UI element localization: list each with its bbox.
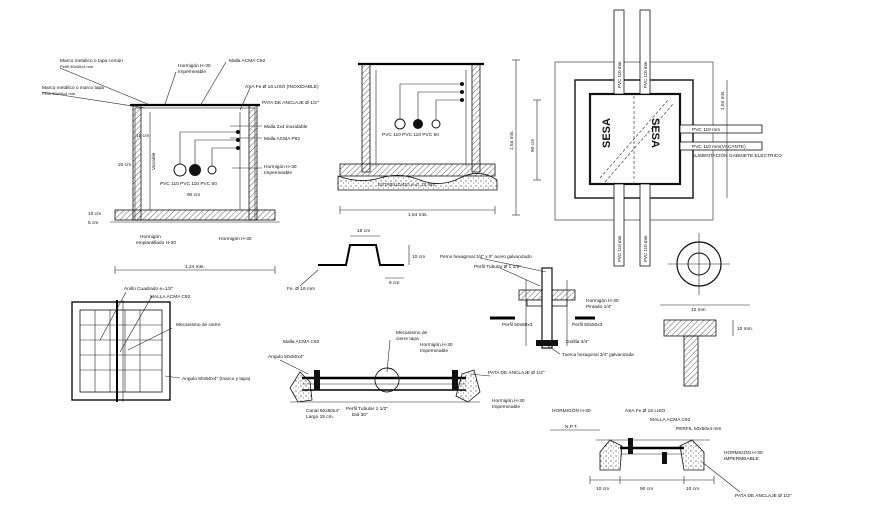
left-chamber-section <box>41 61 280 274</box>
label-bottom-asa: ASA Fe Ø 16 LISO <box>625 408 666 414</box>
label-grate-angulo: Angulo 50x50x4" (marco y tapa) <box>182 376 251 382</box>
label-asa: ASA Fe Ø 16 LISO (INOXIDABLE) <box>245 84 319 90</box>
label-cover-mecanismo: Mecanismo de <box>396 330 428 336</box>
right-plan-view <box>554 9 763 267</box>
label-bottom-impermeable: IMPERMEABLE <box>724 456 759 462</box>
label-pvc-mid: PVC 110 PVC 110 PVC 50 <box>382 132 439 138</box>
label-cover-impermeable-b: Impermeable <box>492 404 520 410</box>
label-perno: Perno hexagonal 3/4" x 5" acero galvaniz… <box>440 254 532 259</box>
label-dim-10: 10 cm <box>88 211 101 217</box>
label-bottom-pata: PATA DE ANCLAJE Ø 1/2" <box>735 493 792 499</box>
cover-section <box>279 339 491 403</box>
label-cover-canal: Canal 50x50x4" <box>306 408 340 414</box>
label-dim-5: 5 cm <box>88 220 98 226</box>
label-perfil-tubular: Perfil Tubular Ø 1 1/2" <box>474 264 521 270</box>
label-hormigon-bottom: Hormigón <box>140 234 161 240</box>
label-pvc-top-1: PVC 110 mm <box>617 61 622 88</box>
label-perfil-right: Perfil 50x50x3 <box>572 322 603 328</box>
label-bottom-hormigon-2: HORMIGÓN H-30 <box>724 449 763 456</box>
label-cover-hormigon-b: Hormigón H-30 <box>492 398 525 404</box>
label-hormigon-h30-b: Hormigón H-30 <box>219 236 252 242</box>
post-detail <box>660 304 750 387</box>
label-marco-1-dim: Perfil 50x50x4 mm <box>60 64 94 69</box>
label-cover-dia: Diá 30" <box>352 412 368 418</box>
label-post-dim-10: 10 mm <box>691 307 706 313</box>
label-pvc-bot-2: PVC 110 mm <box>643 235 648 262</box>
label-sesa-1: SESA <box>601 118 613 148</box>
label-golilla: Golilla 3/4" <box>566 339 589 345</box>
label-grate-malla: MALLA ACMA C92 <box>150 294 191 300</box>
label-malla-top: Malla ACMA C92 <box>229 58 266 64</box>
asa-handle-detail <box>299 235 410 287</box>
label-pata-anclaje: PATA DE ANCLAJE Ø 1/2" <box>262 100 319 106</box>
label-cover-pata: PATA DE ANCLAJE Ø 1/2" <box>488 370 545 376</box>
label-dim-15: 15 cm <box>136 133 149 139</box>
label-hormigon-imp: Hormigón H-30 <box>178 63 211 69</box>
label-asa-dim-6: 6 cm <box>389 280 399 286</box>
label-marco-2: Marco metálico o marco tapa <box>42 85 104 91</box>
label-malla-acma: Malla ACMA P92 <box>264 136 300 142</box>
label-bottom-hormigon: HORMIGÓN H-30 <box>552 407 591 414</box>
label-cover-angulo: Angulo 50x50x4" <box>268 354 304 360</box>
label-pvc-bot-1: PVC 110 mm <box>617 235 622 262</box>
label-perfil-left: Perfil 50x50x3 <box>502 322 533 328</box>
label-hormigon-h30: Hormigón H-30 <box>264 164 297 170</box>
label-dim-154: 1,54 mts. <box>408 212 428 218</box>
label-bottom-dim-90: 90 cm <box>640 486 653 492</box>
label-npt: N.P.T. <box>565 424 577 430</box>
label-right-dim: 1,54 mts. <box>720 90 726 110</box>
bolt-detail <box>479 257 595 355</box>
label-cover-largo: Largo 15 cm. <box>306 414 334 420</box>
label-pvc-left: PVC 110 PVC 110 PVC 50 <box>160 181 217 187</box>
label-hormigon-imp-2: Impermeable <box>178 69 206 75</box>
label-cover-impermeable: Impermeable <box>420 348 448 354</box>
label-marco-1: Marco metálico o tapa común <box>60 58 123 64</box>
label-bottom-malla: MALLA ACMA C92 <box>650 417 691 423</box>
label-asa-dim-15: 15 cm <box>357 228 370 234</box>
cover-bottom-detail <box>550 429 741 493</box>
label-bottom-dim-10-b: 10 cm <box>686 486 699 492</box>
label-pvc-right-1: PVC 110 mm <box>692 127 720 133</box>
label-alimentacion: ALIMENTACIÓN GABINETE ELÉCTRICO <box>692 152 782 159</box>
label-impermeable: Impermeable <box>264 170 292 176</box>
label-pvc-top-2: PVC 110 mm <box>643 61 648 88</box>
label-post-dim-10-b: 10 mm. <box>737 326 753 332</box>
ring-detail <box>668 233 730 295</box>
label-estabilizado: ESTABILIZADO e=0, 10 mts. <box>378 182 436 187</box>
label-cover-hormigon: Hormigón H-30 <box>420 342 453 348</box>
label-dim-124: 1,24 mts. <box>185 264 205 270</box>
label-pvc-right-2: PVC 110 mm(VACANTE) <box>692 144 746 150</box>
label-bottom-dim-10-a: 10 cm <box>596 486 609 492</box>
label-bottom-perfil: PERFIL 50x50x4 mm <box>676 426 721 432</box>
label-asa-dim-10: 10 cm <box>412 254 425 260</box>
label-dim-vert-154: 1,54 mts. <box>509 130 515 150</box>
label-emplantillado: emplantillado H-30 <box>136 240 176 246</box>
label-sesa-2: SESA <box>649 118 661 148</box>
label-asa-fe: Fe. Ø 16 mm <box>287 286 315 292</box>
middle-chamber-section <box>337 59 541 216</box>
label-dim-20: 20 cm <box>118 162 131 168</box>
label-mecanismo: Mecanismo de cierre <box>176 322 221 328</box>
label-bolt-hormigon: Hormigón H-30 <box>586 298 619 304</box>
label-tuerca: Tuerca hexagonal 3/4" galvanizada <box>562 352 634 357</box>
label-cover-mecanismo-2: cierre tapa <box>396 336 419 342</box>
label-pintado: Pintado 1/4" <box>586 304 612 310</box>
label-malla-2x4: Malla 2x4 inoxidable <box>264 124 308 130</box>
label-marco-2-dim: Perfil 50x50x4 mm <box>42 91 76 96</box>
label-variable: Variable <box>151 152 157 170</box>
label-dim-vert-90: 90 cm <box>530 139 536 152</box>
label-cover-malla: Malla ACMA C92 <box>283 339 320 345</box>
label-cover-perfil-tubular: Perfil Tubular 1 1/2" <box>346 406 388 412</box>
label-dim-90: 90 cm <box>187 192 200 198</box>
label-anillo: Anillo Cuadrado e=1/2" <box>124 286 174 292</box>
grate-plan-view <box>71 291 181 402</box>
